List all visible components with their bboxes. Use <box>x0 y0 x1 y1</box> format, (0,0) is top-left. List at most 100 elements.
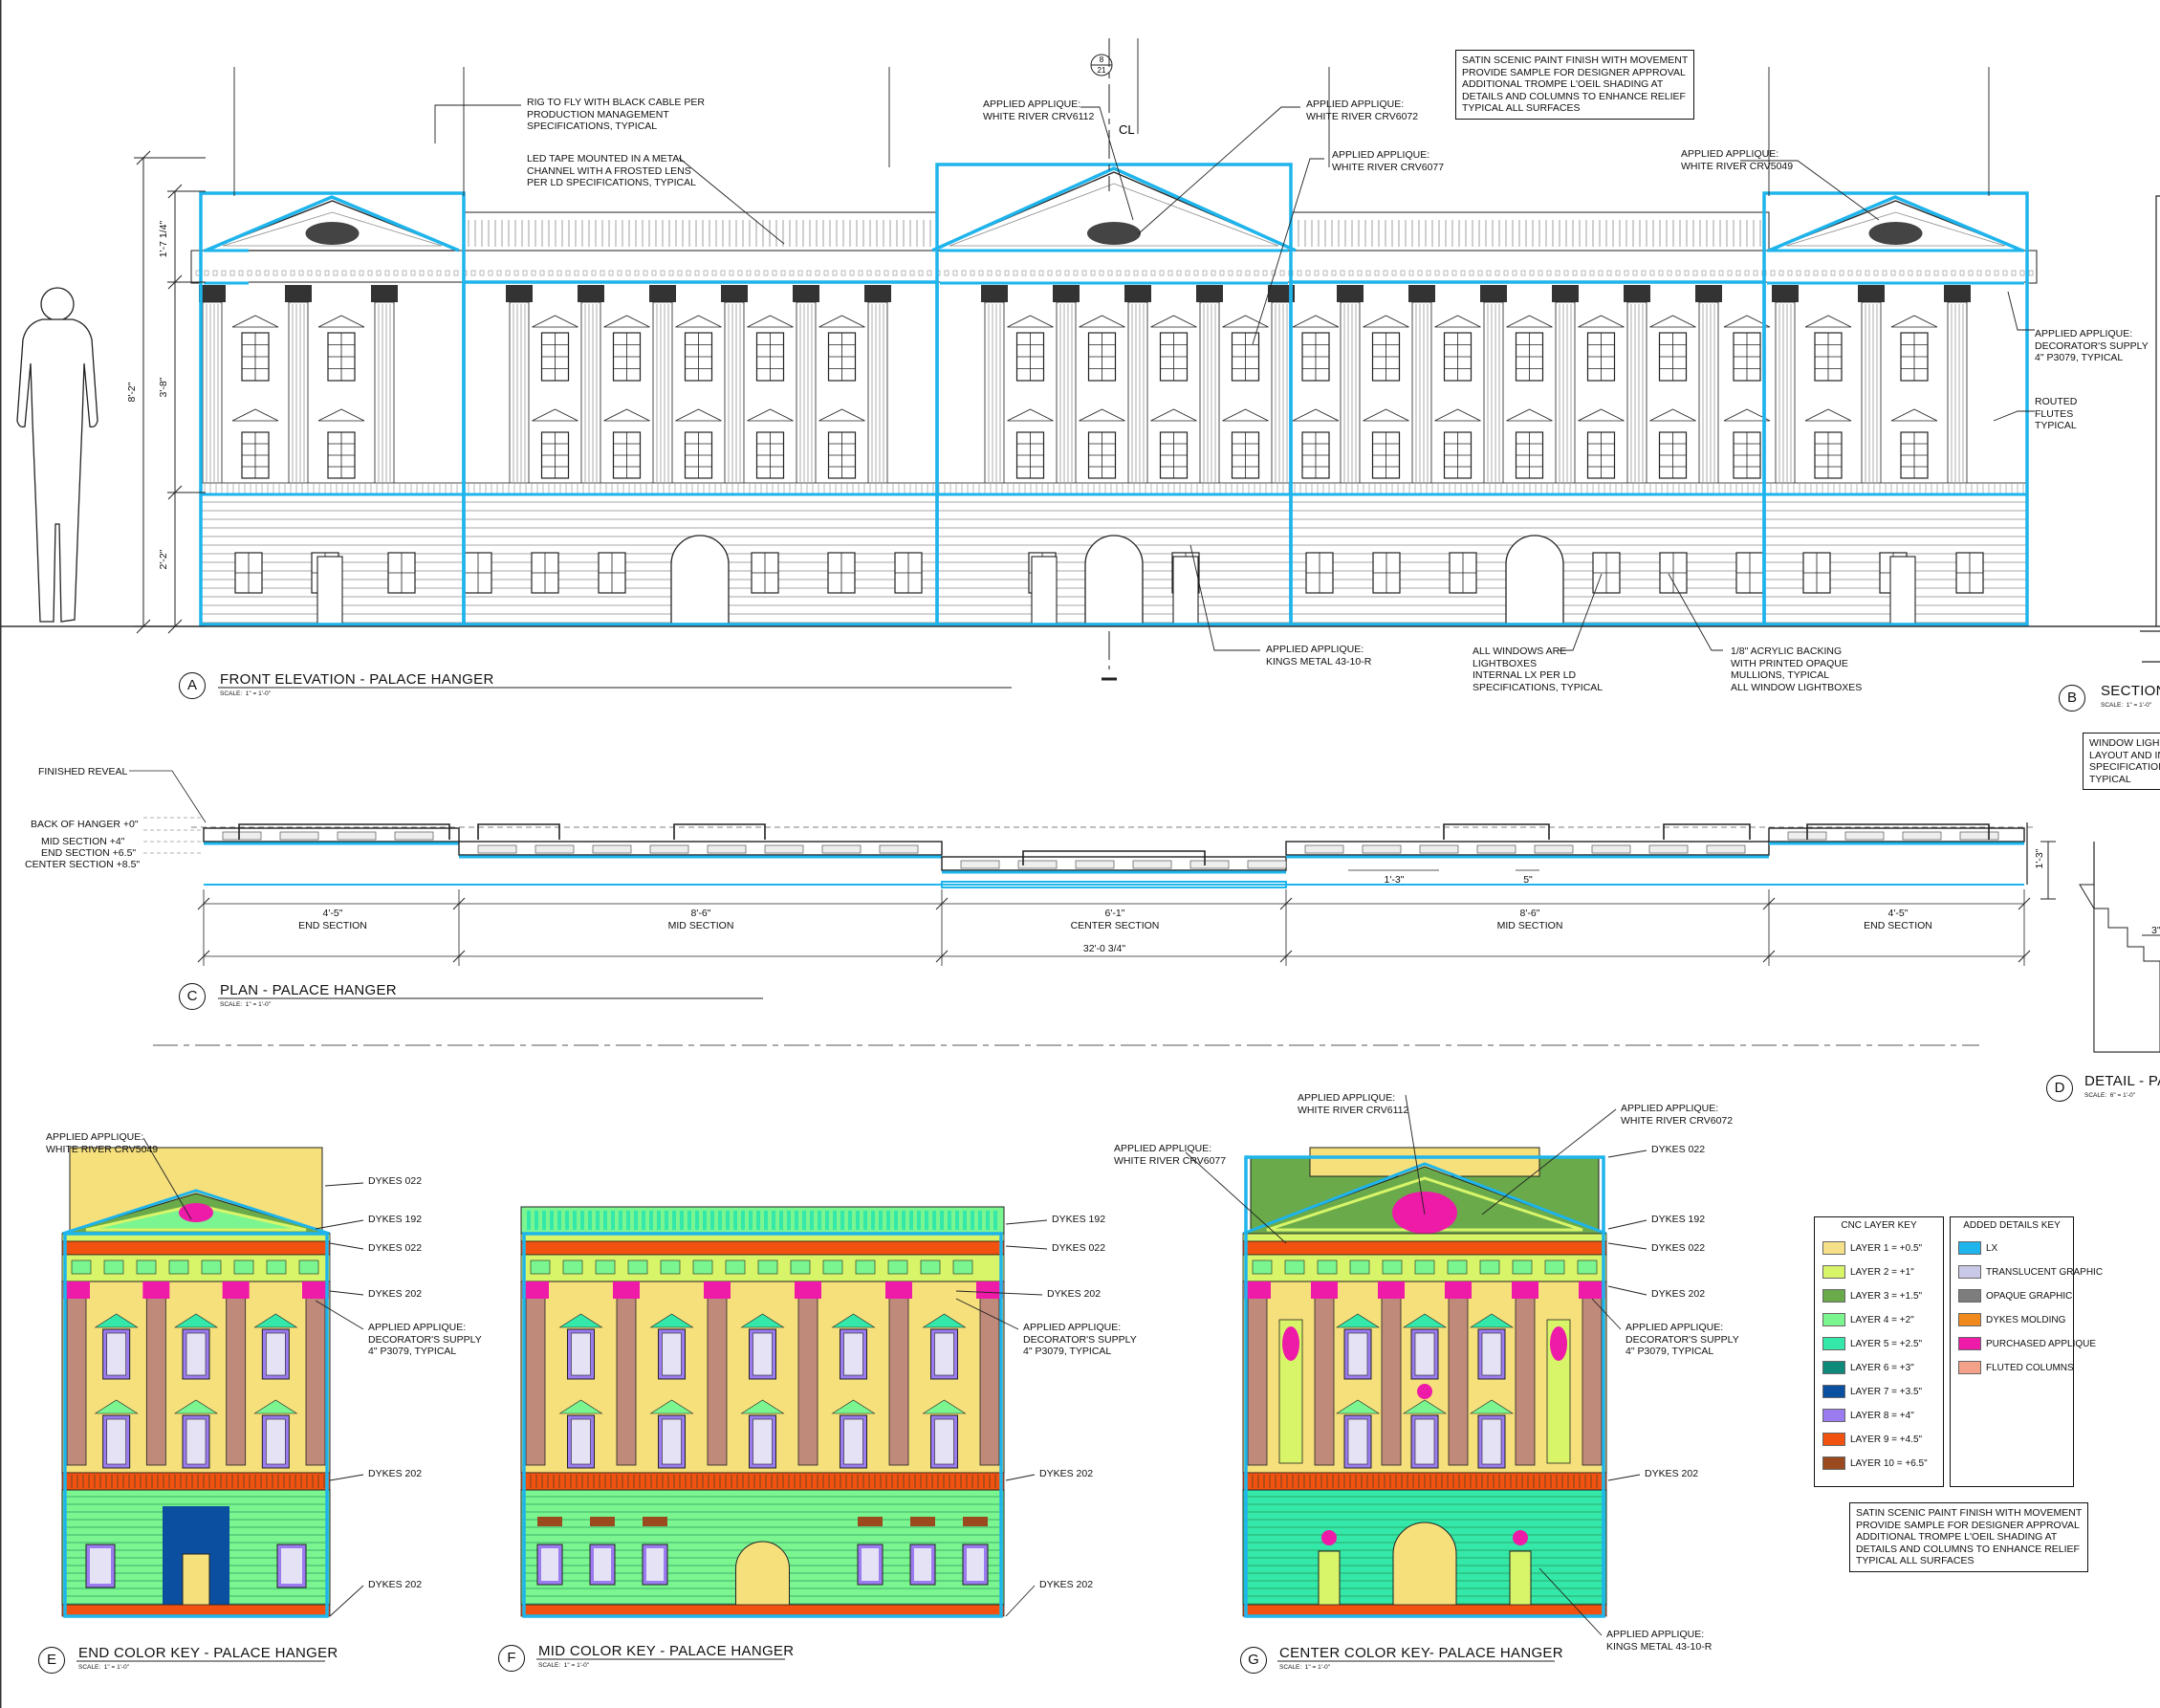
dentil <box>737 270 743 276</box>
dentil <box>1322 270 1328 276</box>
window-glass <box>934 1332 954 1376</box>
plan-window-box <box>960 860 1000 869</box>
entablature <box>190 250 2038 284</box>
ground-glass <box>646 1548 664 1581</box>
view-bubble-g: G <box>1240 1647 1267 1674</box>
window-pediment <box>1335 1399 1381 1414</box>
window <box>1231 332 1260 382</box>
title-underline-a <box>218 687 1012 689</box>
plan-lightbox-center <box>1022 850 1206 865</box>
dentil <box>1090 270 1096 276</box>
plan-dim-center: 6'-1" CENTER SECTION <box>1070 908 1160 931</box>
window-glass <box>106 1332 126 1376</box>
leader <box>1005 1585 1036 1617</box>
window-glass <box>1347 1332 1368 1376</box>
baluster <box>703 1211 707 1230</box>
leader <box>955 1290 1043 1296</box>
dentil <box>376 270 382 276</box>
window-pediment <box>1363 315 1409 328</box>
note-led-tape: LED TAPE MOUNTED IN A METAL CHANNEL WITH… <box>527 153 696 188</box>
dentil <box>496 270 502 276</box>
dentil <box>875 270 881 276</box>
note-applique-6072: APPLIED APPLIQUE: WHITE RIVER CRV6072 <box>1306 99 1419 122</box>
dentil <box>1064 270 1070 276</box>
dentil <box>1297 270 1302 276</box>
column-shaft <box>509 301 530 485</box>
dentil <box>1727 270 1733 276</box>
band-022 <box>1242 1233 1607 1242</box>
baluster <box>733 1211 737 1230</box>
frieze-panel <box>1447 1259 1468 1275</box>
plan-end-section: END SECTION +6.5" <box>41 847 137 859</box>
window-pediment <box>231 315 279 328</box>
column-shaft <box>1861 301 1882 485</box>
cnc-key-row: LAYER 9 = +4.5" <box>1822 1432 1922 1447</box>
dentil <box>1563 270 1569 276</box>
note-applique-6077: APPLIED APPLIQUE: WHITE RIVER CRV6077 <box>1332 149 1445 173</box>
cnc-key-row: LAYER 3 = +1.5" <box>1822 1288 1922 1303</box>
window-glass <box>934 1418 954 1465</box>
dentil <box>1357 270 1363 276</box>
baluster <box>710 1211 714 1230</box>
dentil <box>651 270 657 276</box>
dentil <box>2011 270 2017 276</box>
window-pediment <box>1222 315 1269 328</box>
plan-dim-total: 32'-0 3/4" <box>1082 943 1126 954</box>
baluster <box>871 1211 875 1230</box>
column-shaft <box>1056 301 1077 485</box>
dentil <box>634 270 640 276</box>
window-pediment <box>532 315 578 328</box>
column-capital <box>1552 285 1579 302</box>
cnc-key-row: LAYER 7 = +3.5" <box>1822 1384 1922 1399</box>
dentil <box>815 270 820 276</box>
leader <box>1405 1094 1426 1215</box>
dentil <box>1081 270 1087 276</box>
window <box>1443 431 1473 479</box>
dentil <box>1882 270 1887 276</box>
window <box>684 431 713 479</box>
e-note-dykes-202b: DYKES 202 <box>368 1468 423 1479</box>
g-note-dykes-202a: DYKES 202 <box>1651 1288 1706 1300</box>
plan-dim-tick <box>452 897 466 910</box>
window-pediment <box>747 408 794 422</box>
window-glass <box>753 1418 773 1465</box>
note-routed-flutes: ROUTED FLUTES TYPICAL <box>2035 396 2078 431</box>
leader <box>1538 1567 1603 1636</box>
dentil <box>410 270 416 276</box>
window-pediment <box>831 1399 876 1414</box>
dentil <box>574 270 579 276</box>
added-key-swatch <box>1958 1313 1981 1326</box>
column-capital <box>1337 285 1364 302</box>
plan-window-box <box>1075 860 1115 869</box>
plan-window-box <box>1247 860 1287 869</box>
window-head <box>963 1517 988 1526</box>
plan-window-box <box>707 844 747 854</box>
dentil <box>1649 270 1655 276</box>
dentil <box>402 270 407 276</box>
column-capital <box>1944 285 1971 302</box>
column-capital <box>1378 1281 1405 1299</box>
column-capital <box>1624 285 1650 302</box>
baluster <box>886 1211 890 1230</box>
cnc-key-label: LAYER 10 = +6.5" <box>1850 1457 1928 1469</box>
window-pediment <box>1079 315 1125 328</box>
view-scale-a: SCALE: 1" = 1'-0" <box>220 690 272 697</box>
baluster <box>879 1211 883 1230</box>
plan-window-box <box>535 844 575 854</box>
window <box>612 332 642 382</box>
baluster <box>573 1211 577 1230</box>
window <box>327 431 356 479</box>
dentil <box>1451 270 1457 276</box>
dentil <box>1753 270 1758 276</box>
dentil <box>1856 270 1862 276</box>
column-capital <box>1695 285 1722 302</box>
dentil <box>1460 270 1466 276</box>
dentil <box>1150 270 1156 276</box>
dentil <box>1408 270 1414 276</box>
lx-outline <box>1244 1155 1605 1618</box>
window <box>1733 332 1761 382</box>
window <box>1371 431 1401 479</box>
ground-glass <box>90 1548 111 1584</box>
window <box>1087 431 1117 479</box>
